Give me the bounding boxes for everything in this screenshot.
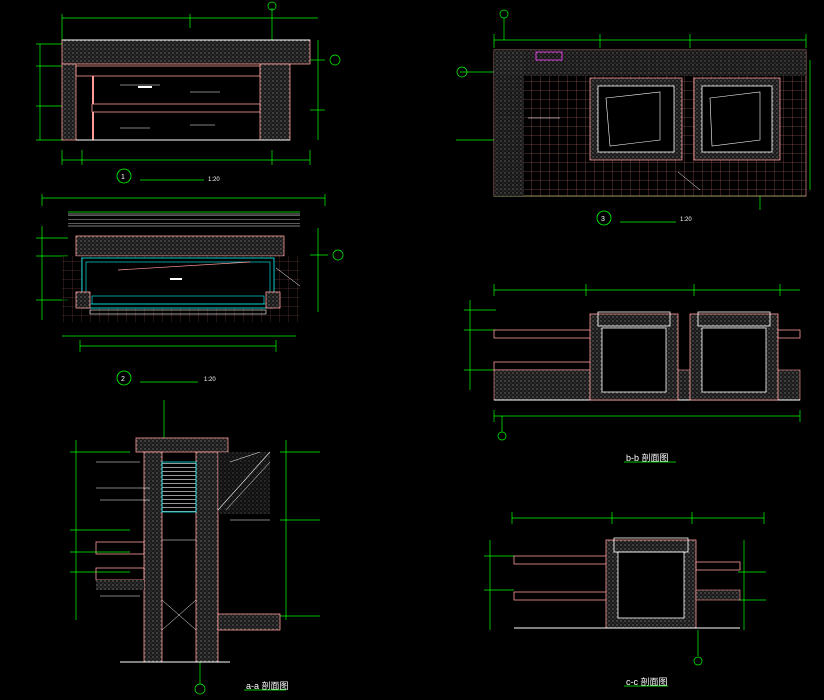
svg-text:3: 3	[601, 216, 605, 223]
svg-text:1: 1	[121, 174, 125, 181]
view-1-section: 1 1:20	[36, 1, 341, 184]
view-aa-section: a-a 剖面图	[70, 400, 320, 695]
view-3-scale: 1:20	[680, 217, 692, 223]
view-aa-title: a-a 剖面图	[246, 680, 289, 691]
view-cc-section: c-c 剖面图	[484, 512, 766, 687]
view-cc-title: c-c 剖面图	[626, 676, 668, 687]
view-1-scale: 1:20	[208, 177, 220, 183]
view-bb-title: b-b 剖面图	[626, 452, 669, 463]
svg-text:2: 2	[121, 376, 125, 383]
view-2-section: 2 1:20	[36, 194, 344, 386]
view-2-scale: 1:20	[204, 377, 216, 383]
view-3-plan: 3 1:20	[456, 9, 811, 226]
view-bb-section: b-b 剖面图	[464, 284, 801, 463]
